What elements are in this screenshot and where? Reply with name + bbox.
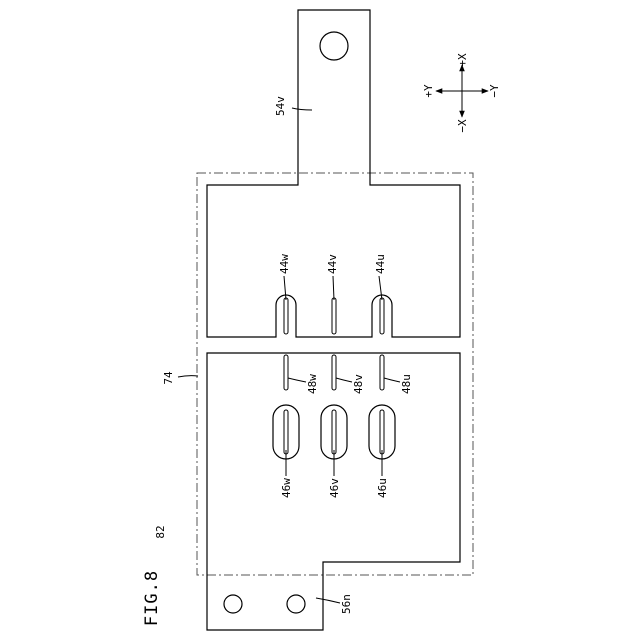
axis-label-minus-y: −Y — [488, 84, 501, 98]
leader-56n — [316, 598, 340, 603]
axis-indicator: +X −X +Y −Y — [422, 53, 501, 133]
label-82: 82 — [154, 525, 167, 538]
leader-48u — [384, 378, 400, 382]
slit-44w — [284, 298, 288, 334]
leader-48w — [288, 378, 306, 382]
terminal-hole-56n-a — [224, 595, 242, 613]
label-46v: 46v — [328, 478, 341, 498]
hole-46u-slot — [380, 410, 384, 454]
slit-48v — [332, 355, 336, 390]
leader-44v — [333, 276, 334, 300]
label-74: 74 — [162, 371, 175, 385]
hole-46w-slot — [284, 410, 288, 454]
axis-label-minus-x: −X — [456, 119, 469, 133]
label-44v: 44v — [326, 254, 339, 274]
label-54v: 54v — [274, 96, 287, 116]
region-74-outline — [197, 173, 473, 575]
terminal-hole-56n-b — [287, 595, 305, 613]
leader-44w — [284, 276, 286, 300]
label-44u: 44u — [374, 254, 387, 274]
terminal-hole-54v — [320, 32, 348, 60]
leader-74 — [178, 376, 198, 377]
leader-54v — [292, 108, 312, 110]
slit-44v — [332, 298, 336, 334]
label-48v: 48v — [352, 374, 365, 394]
slit-48w — [284, 355, 288, 390]
label-48w: 48w — [306, 374, 319, 394]
hole-46v-slot — [332, 410, 336, 454]
label-44w: 44w — [278, 254, 291, 274]
slit-48u — [380, 355, 384, 390]
leader-48v — [336, 378, 352, 382]
slit-44u — [380, 298, 384, 334]
label-46w: 46w — [280, 478, 293, 498]
figure-title: FIG.8 — [142, 570, 162, 626]
leader-44u — [379, 276, 382, 300]
axis-label-plus-x: +X — [456, 53, 469, 67]
label-46u: 46u — [376, 478, 389, 498]
label-56n: 56n — [340, 594, 353, 614]
axis-label-plus-y: +Y — [422, 84, 435, 98]
label-48u: 48u — [400, 374, 413, 394]
